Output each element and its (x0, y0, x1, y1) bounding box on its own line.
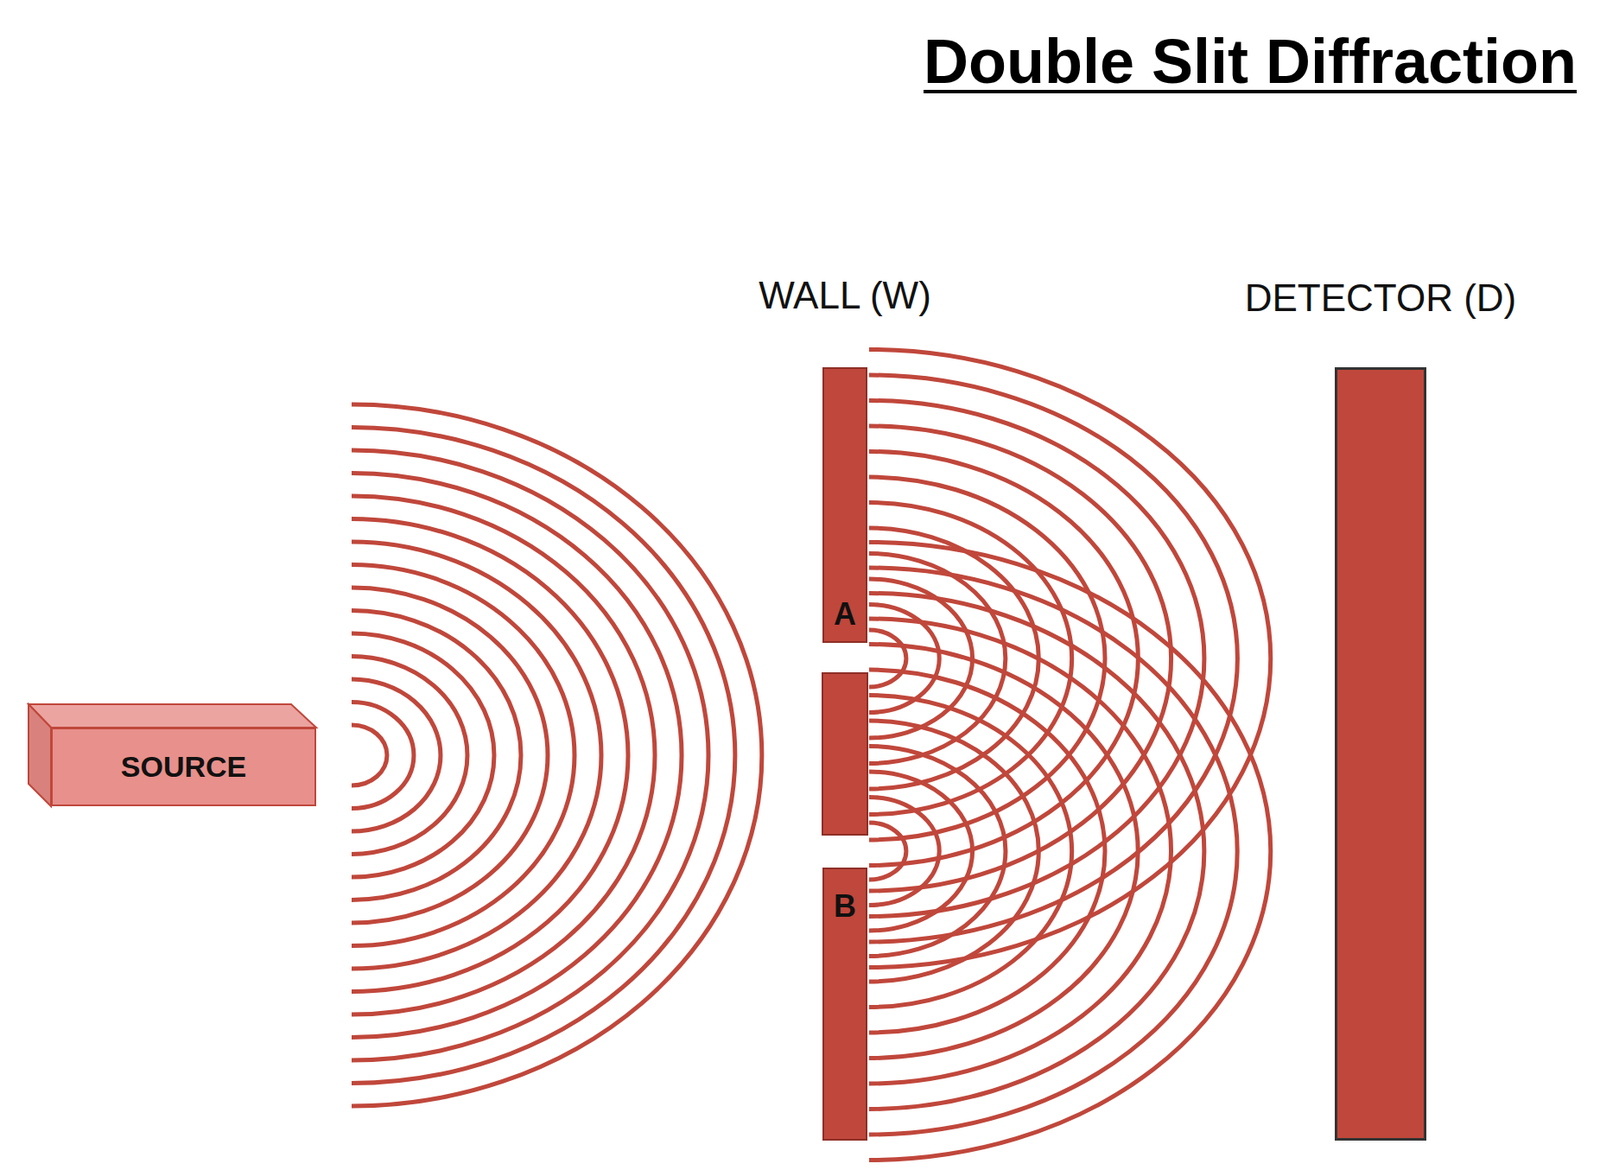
source-top-face (28, 704, 317, 728)
slit-wave (869, 567, 1238, 1135)
slit-wave (869, 476, 1105, 840)
slit-wave (869, 618, 1172, 1084)
part-heading: WALL (W) (758, 273, 932, 318)
slit-wall: WALL (W)AB (822, 367, 868, 1141)
part-label: B (833, 888, 857, 925)
slit-wave (869, 771, 973, 931)
slit-wave (869, 644, 1138, 1059)
slit-wave (869, 797, 940, 906)
slit-wave (869, 425, 1172, 891)
wave-fronts (351, 349, 1271, 1161)
wall-piece: A (822, 367, 868, 643)
slit-wave (869, 720, 1039, 982)
source-wave (351, 495, 655, 1015)
diagram-title: Double Slit Diffraction (923, 25, 1577, 97)
slit-wave (869, 695, 1073, 1008)
slit-wave (869, 669, 1105, 1033)
part-heading: DETECTOR (D) (1244, 276, 1518, 320)
source-wave (351, 724, 388, 786)
source-wave (351, 633, 495, 877)
slit-wave (869, 542, 1271, 1161)
source-wave (351, 404, 762, 1106)
source-wave (351, 702, 414, 809)
detector-screen: DETECTOR (D) (1334, 367, 1427, 1141)
source-wave (351, 565, 575, 947)
part-label: A (833, 596, 857, 633)
source-wave (351, 610, 521, 901)
wall-piece: B (822, 867, 868, 1141)
slit-wave (869, 629, 907, 687)
source-side-face (28, 704, 51, 807)
source-box: SOURCE (50, 727, 317, 807)
source-wave (351, 679, 441, 832)
source-wave (351, 587, 548, 923)
slit-wave (869, 822, 907, 880)
slit-wave (869, 746, 1006, 957)
source-wave (351, 450, 709, 1061)
source-wave (351, 656, 468, 855)
wall-middle-piece (822, 673, 868, 835)
source-wave (351, 427, 736, 1084)
source-wave (351, 473, 682, 1038)
part-label: SOURCE (120, 749, 247, 784)
